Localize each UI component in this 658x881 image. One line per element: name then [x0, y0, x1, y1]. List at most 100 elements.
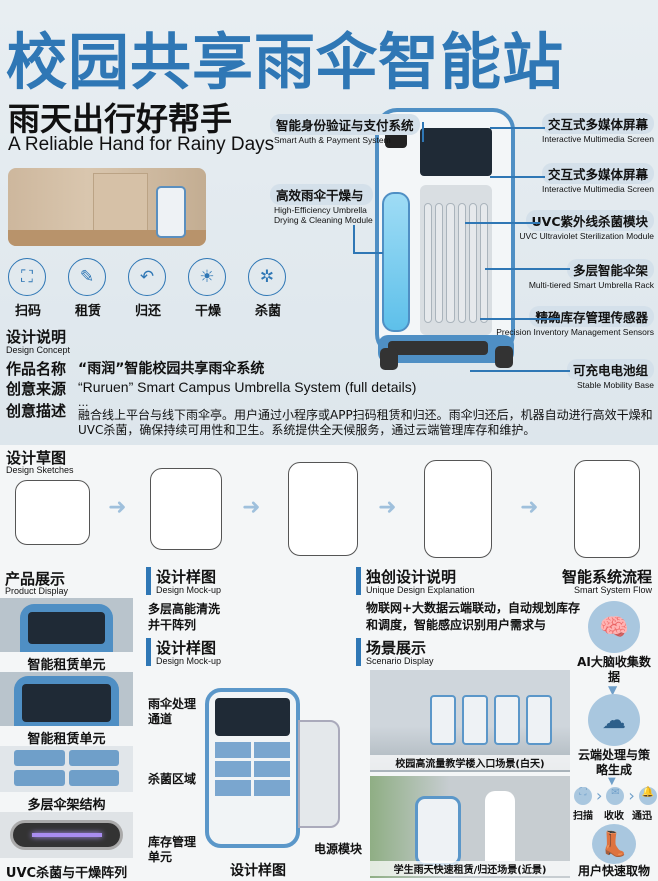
- callout-subtitle: Multi-tiered Smart Umbrella Rack: [528, 280, 654, 290]
- flow-title-en: Smart System Flow: [573, 585, 652, 595]
- feature-rent: ✎ 租赁: [68, 258, 108, 319]
- product-image-1: [0, 598, 133, 652]
- callout-title: 多层智能伞架: [566, 259, 654, 280]
- mockup-title: 设计样图: [156, 568, 217, 586]
- mobility-base: [378, 335, 514, 363]
- callout-title: UVC紫外线杀菌模块: [525, 210, 654, 231]
- return-icon: ↶: [128, 258, 166, 296]
- desc-value: 融合线上平台与线下雨伞亭。用户通过小程序或APP扫码租赁和归还。雨伞归还后，机器…: [78, 408, 653, 437]
- arrow-right-icon: ➜: [242, 495, 261, 520]
- sketch-5: [574, 460, 640, 558]
- flow-step-2: 云端处理与策略生成: [577, 748, 650, 777]
- callout-title: 智能身份验证与支付系统: [270, 114, 420, 135]
- receive-icon: ✉: [606, 786, 625, 805]
- desc-ellipsis: ...: [78, 396, 89, 409]
- callout-subtitle: Interactive Multimedia Screen: [542, 134, 654, 144]
- product-title-en: Product Display: [5, 586, 69, 596]
- flow-step-3: 用户快速取物: [577, 864, 650, 878]
- label-channel: 雨伞处理通道: [148, 697, 197, 726]
- scenario-title-en: Scenario Display: [366, 656, 434, 666]
- callout-subtitle: Stable Mobility Base: [576, 380, 654, 390]
- callout-title: 高效雨伞干燥与: [270, 184, 373, 205]
- drying-module: [382, 192, 410, 332]
- poster-subtitle: 雨天出行好帮手: [8, 100, 233, 138]
- flow-title: 智能系统流程: [561, 568, 652, 586]
- feature-return: ↶归还: [128, 258, 168, 319]
- callout-subtitle: Precision Inventory Management Sensors: [496, 327, 654, 337]
- name-label: 作品名称: [6, 360, 67, 378]
- feature-icons: ⛶ 扫码 ✎ 租赁 ↶归还 ☀ 干燥 ✲杀菌: [8, 258, 288, 319]
- desc-label: 创意描述: [6, 402, 67, 420]
- scan-icon: ⛶: [574, 786, 592, 805]
- sketch-1: [15, 480, 90, 545]
- feature-sterilize: ✲杀菌: [248, 258, 288, 319]
- concept-title: 设计说明: [6, 328, 67, 346]
- arrow-down-icon: ▼: [608, 683, 618, 697]
- flow-mini-label: 扫描: [573, 811, 593, 822]
- name-value: “雨润”智能校园共享雨伞系统: [78, 361, 265, 377]
- mockup-render: [205, 688, 300, 848]
- scenario-photo-campus: 校园高流量教学楼入口场景(白天): [370, 670, 570, 772]
- callout-subtitle: High-Efficiency Umbrella: [274, 205, 367, 215]
- mockup-title-2: 设计样图: [156, 639, 217, 657]
- mockup-title-2-en: Design Mock-up: [156, 656, 222, 666]
- feature-dry: ☀ 干燥: [188, 258, 228, 319]
- sketches-title: 设计草图: [6, 449, 67, 467]
- feature-scan: ⛶ 扫码: [8, 258, 48, 319]
- rent-icon: ✎: [68, 258, 106, 296]
- product-image-2: [0, 672, 133, 726]
- callout-title: 交互式多媒体屏幕: [541, 163, 654, 184]
- callout-title: 交互式多媒体屏幕: [541, 113, 654, 134]
- feature-label: 杀菌: [254, 304, 281, 319]
- mockup-text: 多层高能清洗并干阵列: [148, 602, 221, 632]
- scan-icon: ⛶: [8, 258, 46, 296]
- flow-mini-icons: ⛶› ✉› 🔔: [574, 786, 657, 805]
- section-bar: [356, 567, 361, 595]
- arrow-right-icon: ➜: [108, 495, 127, 520]
- section-bar: [356, 638, 361, 666]
- product-caption: 智能租赁单元: [27, 658, 106, 673]
- arrow-right-icon: ➜: [378, 495, 397, 520]
- feature-label: 租赁: [74, 304, 101, 319]
- flow-mini-label: 通迅: [632, 811, 652, 822]
- feature-label: 扫码: [14, 304, 41, 319]
- scenario-photo-closeup: 学生雨天快速租赁/归还场景(近景): [370, 776, 570, 878]
- arrow-down-icon: ▼: [608, 776, 616, 787]
- camera: [385, 132, 407, 148]
- product-image-4: [0, 812, 133, 858]
- unique-title-en: Unique Design Explanation: [366, 585, 475, 595]
- scenario-title: 场景展示: [366, 639, 427, 657]
- callout-subtitle: Interactive Multimedia Screen: [542, 184, 654, 194]
- poster-title: 校园共享雨伞智能站: [6, 27, 565, 98]
- sketch-2: [150, 468, 222, 550]
- source-value: “Ruruen” Smart Campus Umbrella System (f…: [78, 379, 417, 395]
- mockup-caption: 设计样图: [230, 863, 286, 879]
- sketch-3: [288, 462, 358, 556]
- machine-screen: [420, 128, 492, 176]
- callout-subtitle: UVC Ultraviolet Sterilization Module: [519, 231, 654, 241]
- unique-text: 物联网+大数据云端联动，自动规划库存和调度，智能感应识别用户需求与: [366, 601, 581, 632]
- dry-icon: ☀: [188, 258, 226, 296]
- callout-subtitle: Smart Auth & Payment System: [274, 135, 391, 145]
- feature-label: 干燥: [194, 304, 221, 319]
- wheel: [380, 348, 398, 370]
- label-sterilize: 杀菌区域: [148, 772, 197, 786]
- product-caption: 智能租赁单元: [27, 732, 106, 747]
- product-caption: 多层伞架结构: [27, 798, 106, 813]
- callout-subtitle: Drying & Cleaning Module: [274, 215, 373, 225]
- flow-mini-label: 收收: [604, 811, 624, 822]
- brain-icon: 🧠: [588, 601, 640, 653]
- product-title: 产品展示: [5, 570, 66, 588]
- product-image-3: [0, 746, 133, 792]
- concept-title-en: Design Concept: [6, 345, 71, 355]
- source-label: 创意来源: [6, 380, 67, 398]
- mockup-door: [298, 720, 340, 828]
- notify-icon: 🔔: [638, 786, 657, 805]
